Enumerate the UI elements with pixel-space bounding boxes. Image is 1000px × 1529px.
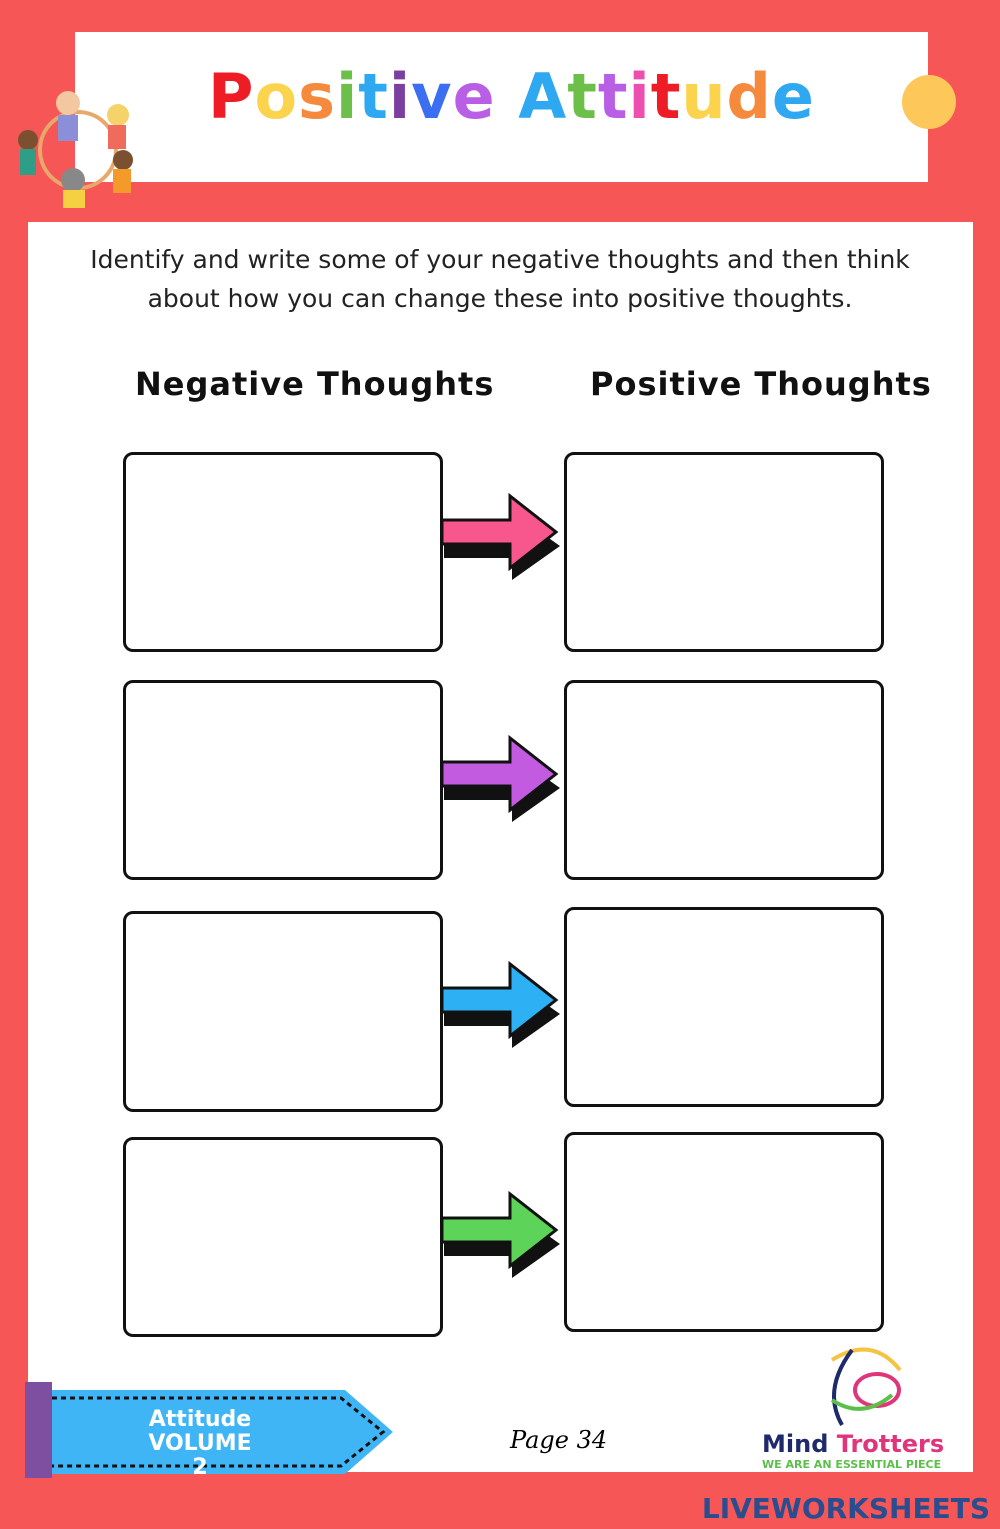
brand-trotters: Trotters [836, 1430, 945, 1458]
title-letter: u [681, 60, 727, 133]
brand-mind: Mind [762, 1430, 829, 1458]
title-letter: o [254, 60, 299, 133]
title-letter: P [208, 60, 255, 133]
negative-thought-input-3[interactable] [123, 911, 444, 1113]
arrow-right-icon [442, 960, 560, 1048]
arrow-right-icon [442, 492, 560, 580]
negative-thought-1-field[interactable] [126, 455, 444, 653]
title-letter: i [628, 60, 651, 133]
children-circle-illustration [18, 91, 133, 208]
volume-tag [25, 1382, 393, 1478]
mind-trotters-logo: Mind Trotters WE ARE AN ESSENTIAL PIECE [762, 1430, 944, 1471]
positive-thought-1-field[interactable] [567, 455, 885, 653]
title-letter: i [388, 60, 412, 133]
page-number: Page 34 [510, 1426, 608, 1454]
negative-thought-input-1[interactable] [123, 452, 444, 653]
tag-line-2: VOLUME 2 [148, 1431, 252, 1480]
title-letter: A [518, 60, 568, 133]
mind-trotters-logo-icon [830, 1347, 902, 1426]
title-letter: s [298, 60, 336, 133]
brand-slogan: WE ARE AN ESSENTIAL PIECE [762, 1458, 942, 1471]
header-banner [75, 32, 928, 182]
instructions: Identify and write some of your negative… [90, 245, 910, 313]
title-letter: t [650, 60, 682, 133]
negative-thought-3-field[interactable] [126, 914, 444, 1113]
title-letter: t [358, 60, 389, 133]
sun-decoration [902, 75, 956, 129]
page-title: Positive Attitude [208, 60, 815, 133]
title-letter [496, 60, 519, 133]
positive-thought-input-1[interactable] [564, 452, 885, 653]
arrow-right-icon [442, 734, 560, 822]
liveworksheets-watermark: LIVEWORKSHEETS [701, 1492, 990, 1525]
negative-thoughts-heading: Negative Thoughts [135, 365, 495, 403]
title-letter: t [597, 60, 629, 133]
title-letter: t [567, 60, 598, 133]
title-letter: e [771, 60, 815, 133]
title-letter: i [335, 60, 359, 133]
positive-thought-input-3[interactable] [564, 907, 885, 1108]
title-letter: e [452, 60, 496, 133]
negative-thought-input-2[interactable] [123, 680, 444, 881]
negative-thought-input-4[interactable] [123, 1137, 444, 1338]
negative-thought-4-field[interactable] [126, 1140, 444, 1338]
positive-thought-input-2[interactable] [564, 680, 885, 881]
arrow-right-icon [442, 1190, 560, 1278]
title-letter: v [411, 60, 453, 133]
negative-thought-2-field[interactable] [126, 683, 444, 881]
positive-thought-3-field[interactable] [567, 910, 885, 1108]
positive-thought-4-field[interactable] [567, 1135, 885, 1333]
positive-thoughts-heading: Positive Thoughts [590, 365, 932, 403]
tag-line-1: Attitude [148, 1407, 252, 1432]
positive-thought-2-field[interactable] [567, 683, 885, 881]
positive-thought-input-4[interactable] [564, 1132, 885, 1333]
title-letter: d [726, 60, 772, 133]
